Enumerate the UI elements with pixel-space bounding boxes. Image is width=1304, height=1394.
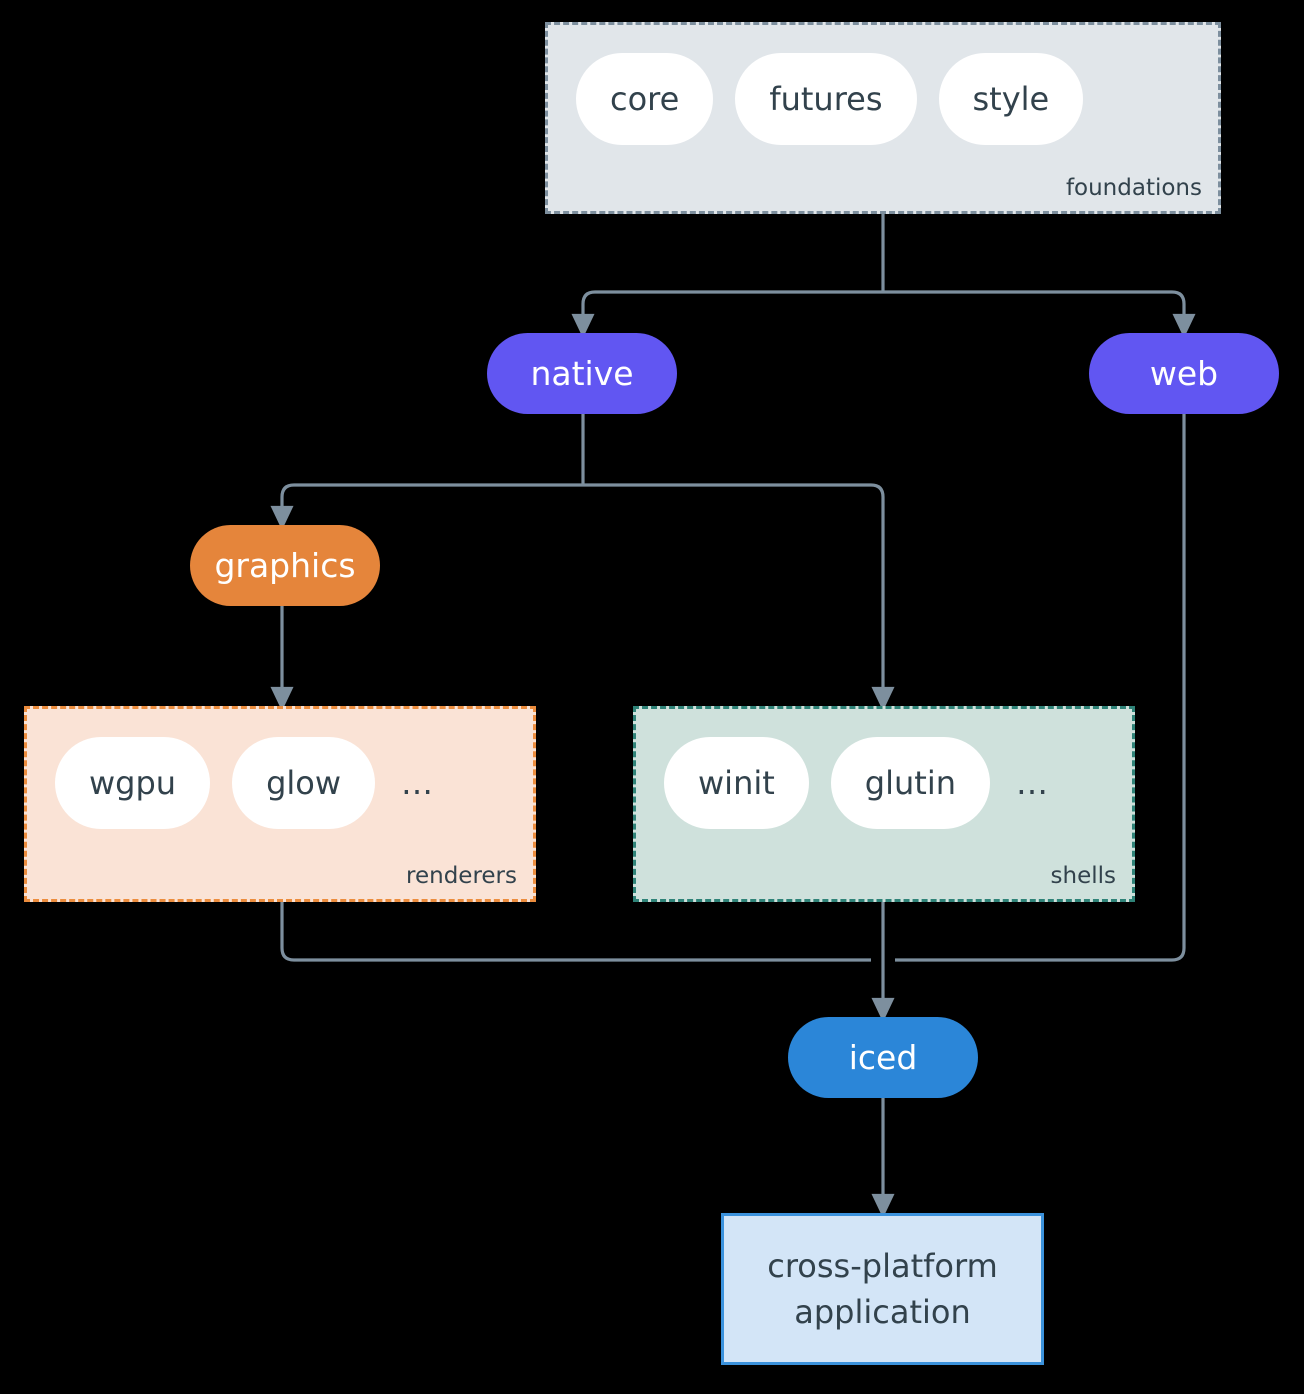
chip-glow[interactable]: glow	[232, 737, 376, 829]
node-web[interactable]: web	[1089, 333, 1279, 414]
chip-glutin[interactable]: glutin	[830, 737, 990, 829]
renderers-more-ellipsis: …	[401, 764, 435, 802]
group-shells: winit glutin … shells	[633, 706, 1135, 902]
shells-more-ellipsis: …	[1015, 764, 1049, 802]
node-graphics[interactable]: graphics	[190, 525, 380, 606]
node-native[interactable]: native	[487, 333, 677, 414]
edge-foundations-to-native	[571, 290, 883, 339]
edge-foundations-to-web	[883, 290, 1196, 339]
application-line-1: cross-platform	[767, 1246, 998, 1285]
edge-renderers-to-iced	[280, 902, 871, 962]
chip-wgpu[interactable]: wgpu	[55, 737, 211, 829]
group-renderers: wgpu glow … renderers	[24, 706, 536, 902]
group-foundations: core futures style foundations	[545, 22, 1221, 214]
edge-native-to-graphics	[270, 483, 583, 531]
group-label-shells: shells	[1050, 863, 1116, 889]
edge-native-to-shells	[583, 483, 895, 712]
chip-futures[interactable]: futures	[735, 53, 917, 145]
node-cross-platform-application[interactable]: cross-platform application	[721, 1213, 1044, 1365]
chip-winit[interactable]: winit	[664, 737, 809, 829]
group-label-renderers: renderers	[406, 863, 517, 889]
renderers-chip-list: wgpu glow …	[55, 737, 434, 829]
foundations-chip-list: core futures style	[576, 53, 1084, 145]
chip-style[interactable]: style	[938, 53, 1084, 145]
group-label-foundations: foundations	[1065, 175, 1202, 201]
shells-chip-list: winit glutin …	[664, 737, 1049, 829]
chip-core[interactable]: core	[576, 53, 714, 145]
node-iced[interactable]: iced	[788, 1017, 978, 1098]
application-line-2: application	[794, 1293, 971, 1331]
